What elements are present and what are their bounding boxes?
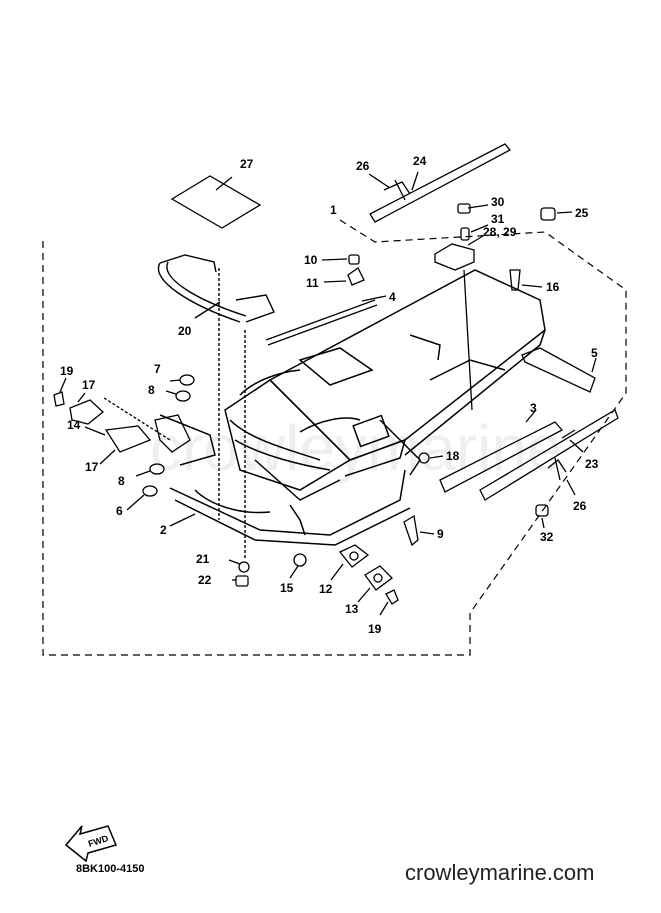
- callout-30: 30: [491, 195, 505, 209]
- callout-8-top: 8: [148, 383, 155, 397]
- callout-19-left: 19: [60, 364, 74, 378]
- callout-24: 24: [413, 154, 427, 168]
- callout-16: 16: [546, 280, 560, 294]
- part-30-31-28-bracket: [434, 203, 489, 411]
- callout-26-top: 26: [356, 159, 370, 173]
- callout-9: 9: [437, 527, 444, 541]
- callout-17-bottom: 17: [85, 460, 99, 474]
- callout-11: 11: [306, 276, 319, 290]
- bottom-small-parts: [169, 513, 399, 616]
- callout-14: 14: [67, 418, 81, 432]
- left-small-parts: [53, 374, 195, 511]
- callout-26-bottom: 26: [573, 499, 587, 513]
- callout-15: 15: [280, 581, 294, 595]
- callout-2: 2: [160, 523, 167, 537]
- callout-19-bottom: 19: [368, 622, 382, 636]
- part-20-grab-bar: [157, 254, 275, 560]
- callout-3: 3: [530, 401, 537, 415]
- callout-27: 27: [240, 157, 254, 171]
- assembly-boundary: [42, 219, 627, 656]
- part-26-clip-top: [368, 173, 411, 201]
- part-4-rod: [265, 295, 387, 346]
- callout-23: 23: [585, 457, 599, 471]
- callout-4: 4: [389, 290, 396, 304]
- callout-31: 31: [491, 212, 505, 226]
- callout-22: 22: [198, 573, 212, 587]
- part-32-grommet: [535, 504, 549, 529]
- callout-5: 5: [591, 346, 598, 360]
- website-label: crowleymarine.com: [405, 860, 595, 885]
- callout-13: 13: [345, 602, 359, 616]
- callout-7: 7: [154, 362, 161, 376]
- callout-28-29: 28, 29: [483, 225, 517, 239]
- callout-12: 12: [319, 582, 333, 596]
- callout-21: 21: [196, 552, 210, 566]
- callout-25: 25: [575, 206, 589, 220]
- part-9-rivet: [403, 514, 435, 547]
- callout-labels: 27 26 24 1 30 31 28, 29 25 10 11 4 16 20…: [60, 154, 599, 636]
- part-5-bracket: [521, 347, 597, 393]
- main-frame: [159, 269, 546, 546]
- callout-20: 20: [178, 324, 192, 338]
- part-10-11-clip: [321, 254, 365, 286]
- part-18-cap: [418, 452, 444, 464]
- watermark-text: crowleymarine: [150, 412, 563, 484]
- callout-10: 10: [304, 253, 318, 267]
- callout-8-bottom: 8: [118, 474, 125, 488]
- part-16-fastener: [509, 269, 543, 291]
- part-25-cap: [540, 207, 573, 221]
- callout-1: 1: [330, 203, 337, 217]
- callout-6: 6: [116, 504, 123, 518]
- part-24-strip: [369, 143, 512, 223]
- part-23-rail: [479, 409, 619, 501]
- part-27-sheet: [170, 175, 262, 229]
- callout-32: 32: [540, 530, 554, 544]
- fwd-arrow-icon: FWD: [64, 825, 118, 863]
- part-code: 8BK100-4150: [76, 863, 145, 875]
- part-3-rail: [439, 409, 564, 493]
- callout-18: 18: [446, 449, 460, 463]
- callout-17-top: 17: [82, 378, 96, 392]
- part-26-clip-bottom: [547, 457, 576, 496]
